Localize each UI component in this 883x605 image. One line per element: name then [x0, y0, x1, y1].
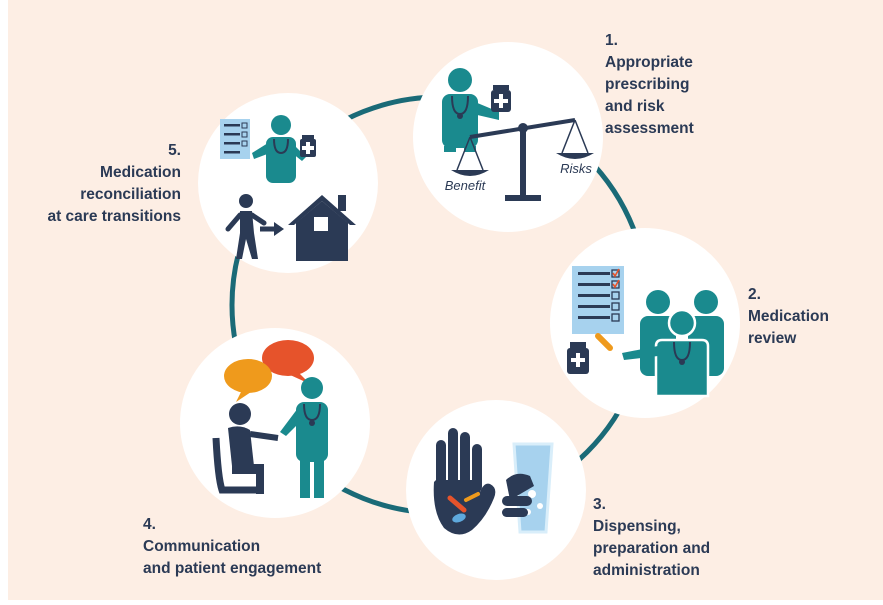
checklist-icon [220, 119, 250, 159]
stage-5-illustration [220, 115, 356, 261]
hand-with-pills-icon [433, 428, 496, 535]
stage-3-circle [406, 400, 586, 580]
stage-2-label: 2. Medication review [748, 286, 829, 347]
checklist-icon [572, 266, 624, 334]
walking-person-icon [225, 194, 267, 259]
stage-number: 1. [605, 32, 618, 49]
stage-2-illustration [567, 266, 724, 398]
stage-1-illustration: Benefit Risks [442, 68, 594, 201]
stage-4-label: 4. Communication and patient engagement [143, 516, 322, 577]
stage-4-illustration [212, 340, 328, 498]
stage-3-illustration [433, 428, 554, 535]
medicine-bottle-icon [567, 342, 589, 374]
doctor-icon [252, 115, 306, 183]
speech-bubble-icon [224, 340, 314, 402]
stage-4-circle [180, 328, 370, 518]
stage-2-circle [550, 228, 740, 418]
scale-benefit-label: Benefit [445, 178, 487, 193]
stage-number: 3. [593, 496, 606, 513]
doctor-icon [442, 68, 499, 152]
stage-number: 5. [168, 142, 181, 159]
stage-number: 2. [748, 286, 761, 303]
stage-1-label: 1. Appropriate prescribing and risk asse… [605, 32, 694, 137]
glass-of-water-icon [502, 442, 554, 534]
stage-1-circle: Benefit Risks [413, 42, 603, 232]
balance-scale-icon [451, 118, 594, 201]
stage-number: 4. [143, 516, 156, 533]
arrow-right-icon [260, 222, 284, 236]
stage-5-label: 5. Medication reconciliation at care tra… [47, 142, 181, 225]
stage-5-circle [198, 93, 378, 273]
scale-risks-label: Risks [560, 161, 592, 176]
diagram-canvas: Benefit Risks [8, 0, 883, 600]
medicine-bottle-icon [300, 135, 316, 157]
care-team-icon [622, 290, 724, 398]
stage-3-label: 3. Dispensing, preparation and administr… [593, 496, 711, 579]
seated-patient-icon [212, 403, 279, 494]
house-icon [288, 195, 356, 261]
doctor-icon [280, 377, 328, 498]
pill-icon [595, 333, 613, 351]
medicine-bottle-icon [491, 85, 511, 112]
